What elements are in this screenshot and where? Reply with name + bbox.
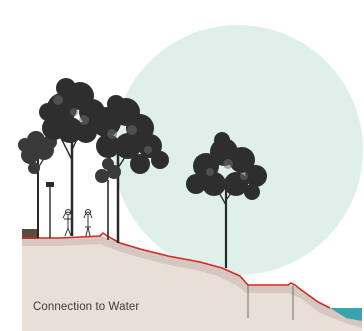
seated-people-icon — [83, 209, 93, 237]
diagram-caption: Connection to Water — [33, 301, 140, 313]
tree-icon — [95, 158, 121, 240]
water-body — [330, 308, 362, 321]
ground-section — [22, 236, 362, 331]
standing-person-icon — [62, 209, 74, 237]
tree-icon — [91, 95, 169, 243]
tree-icon — [186, 132, 267, 268]
retaining-wall — [22, 229, 38, 239]
tree-icon — [18, 131, 57, 238]
lamp-post-icon — [46, 182, 54, 238]
terrain-profile-line — [22, 231, 331, 309]
ground-band — [22, 236, 362, 328]
